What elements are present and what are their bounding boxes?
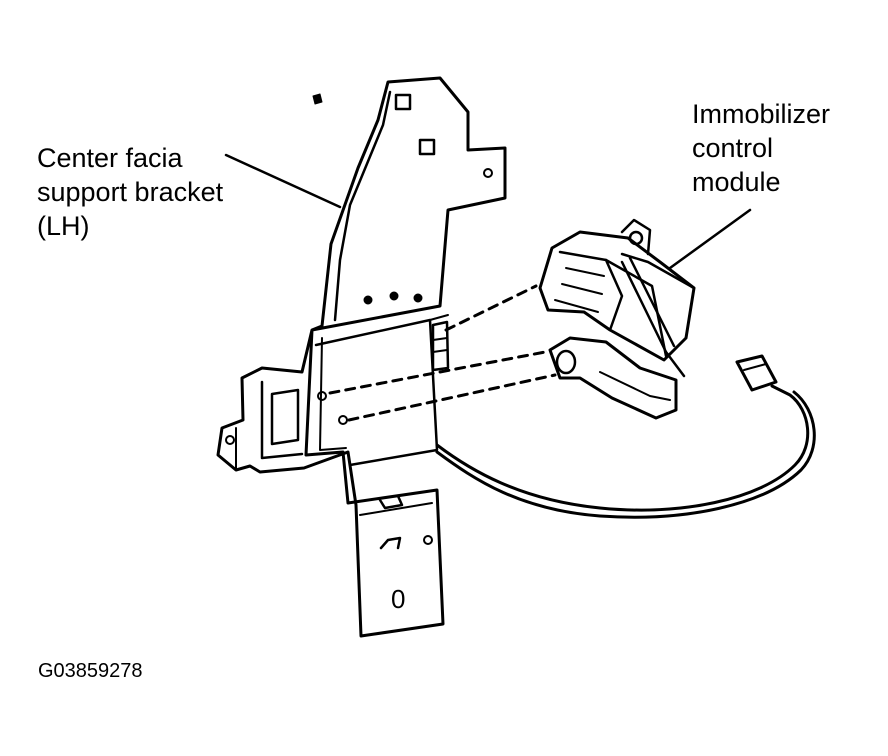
bracket-label: Center facia support bracket (LH) [37, 141, 223, 243]
bracket-stamp-mark: 0 [391, 584, 405, 614]
center-facia-support-bracket [216, 76, 507, 638]
figure-code: G03859278 [38, 660, 143, 682]
bracket-label-line-3: (LH) [37, 211, 90, 241]
module-leader-line [668, 208, 752, 270]
leader-lines [224, 153, 752, 270]
module-label-line-1: Immobilizer [692, 99, 831, 129]
alignment-lines [328, 284, 557, 422]
bracket-label-line-1: Center facia [37, 143, 183, 173]
immobilizer-control-module [538, 218, 696, 420]
bracket-leader-line [224, 153, 342, 209]
bracket-label-line-2: support bracket [37, 177, 224, 207]
module-label: Immobilizer control module [692, 97, 830, 199]
module-label-line-3: module [692, 167, 781, 197]
module-label-line-2: control [692, 133, 774, 163]
module-harness [435, 354, 816, 519]
